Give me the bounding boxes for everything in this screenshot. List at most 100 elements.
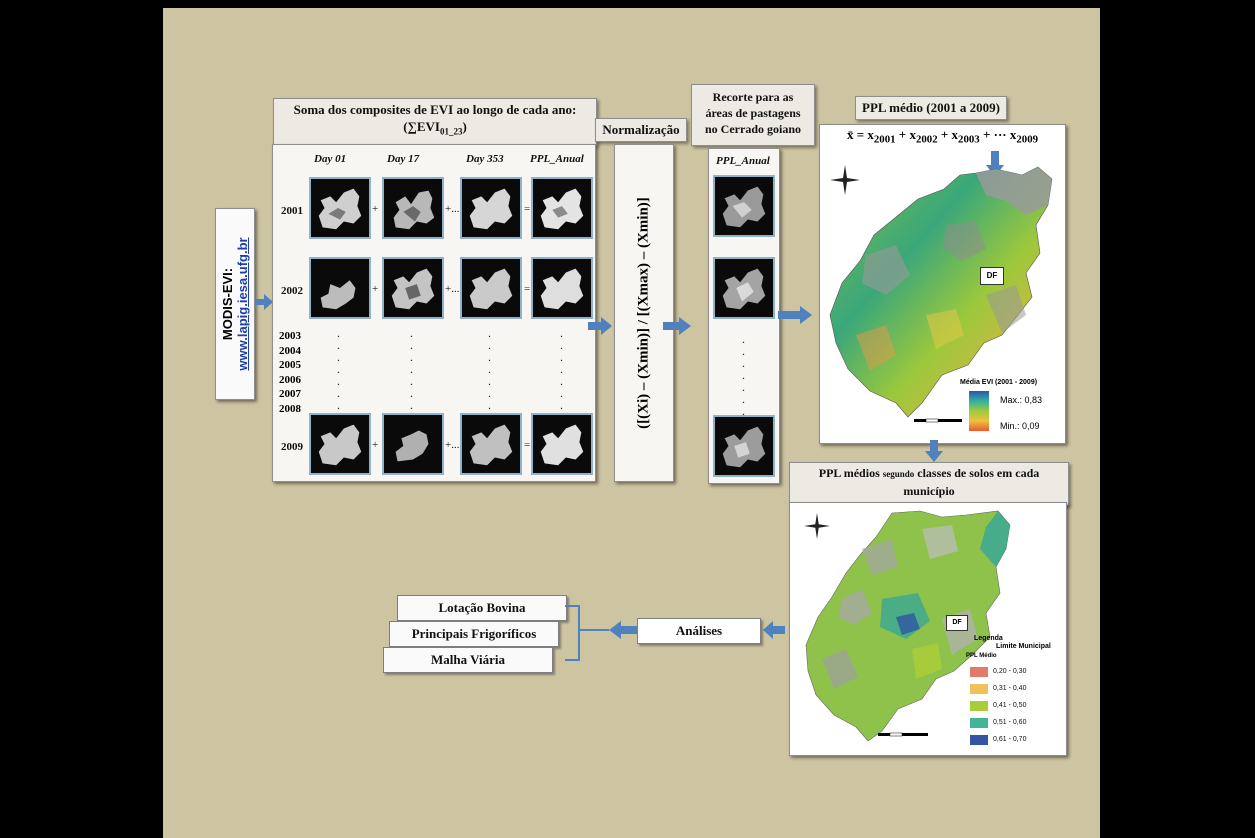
recorte-header-line: áreas de pastagens bbox=[705, 106, 801, 120]
year-label: 2008 bbox=[279, 402, 301, 415]
arrow-right-icon bbox=[588, 317, 612, 335]
recorte-header-line: Recorte para as bbox=[712, 90, 794, 104]
column-header-day01: Day 01 bbox=[314, 153, 347, 165]
arrow-left-icon bbox=[763, 621, 785, 639]
formula-term-sub: 2003 bbox=[958, 133, 980, 146]
evi-image-2001-day353 bbox=[460, 177, 522, 239]
evi-sum-header-formula: (∑EVI01_23) bbox=[274, 118, 596, 141]
evi-image-2002-day01 bbox=[309, 257, 371, 319]
year-label-2009: 2009 bbox=[281, 441, 303, 453]
arrow-right-icon bbox=[255, 294, 273, 310]
legend-label: 0,20 - 0,30 bbox=[993, 668, 1027, 675]
formula-term-base: x bbox=[909, 127, 916, 142]
evi-image-2002-day17 bbox=[382, 257, 444, 319]
ppl-anual-image-2001 bbox=[531, 177, 593, 239]
evi-sum-header: Soma dos composites de EVI ao longo de c… bbox=[273, 98, 597, 146]
year-label-2002: 2002 bbox=[281, 285, 303, 297]
evi-image-2001-day01 bbox=[309, 177, 371, 239]
evi-sum-panel: Day 01 Day 17 Day 353 PPL_Anual 2001 + +… bbox=[272, 144, 596, 482]
analises-label: Análises bbox=[675, 623, 723, 638]
formula-term-sub: 2001 bbox=[873, 133, 896, 146]
operator-equals: = bbox=[524, 283, 531, 295]
legend-swatch bbox=[970, 735, 988, 745]
ppl-medio-formula: x̄ = x2001 + x2002 + x2003 + ··· x2009 bbox=[820, 127, 1065, 146]
ppl-solos-header-part: classes de solos em cada bbox=[917, 466, 1040, 480]
ppl-anual-image-2009 bbox=[531, 413, 593, 475]
year-label: 2006 bbox=[279, 373, 301, 386]
output-lotacao-bovina: Lotação Bovina bbox=[397, 595, 567, 621]
normalization-header: Normalização bbox=[595, 118, 687, 142]
formula-term-base: x bbox=[951, 127, 959, 142]
modis-evi-box: MODIS-EVI: www.lapig.iesa.ufg.br bbox=[215, 208, 255, 400]
ppl-medio-map-box: x̄ = x2001 + x2002 + x2003 + ··· x2009 bbox=[819, 124, 1066, 444]
legend-label: 0,41 - 0,50 bbox=[993, 702, 1027, 709]
operator-plus-dots: +... bbox=[445, 283, 460, 295]
legend-label: 0,51 - 0,60 bbox=[993, 719, 1027, 726]
formula-plus: + bbox=[940, 127, 949, 142]
slide-background: MODIS-EVI: www.lapig.iesa.ufg.br Soma do… bbox=[163, 8, 1100, 838]
ellipsis-column: ....... bbox=[742, 332, 745, 418]
scale-bar bbox=[914, 418, 962, 423]
ellipsis-column: ....... bbox=[488, 326, 491, 412]
compass-rose-icon bbox=[830, 165, 860, 195]
operator-plus: + bbox=[372, 283, 379, 295]
evi-image-2009-day01 bbox=[309, 413, 371, 475]
ppl-anual-image-2002 bbox=[531, 257, 593, 319]
modis-evi-text: MODIS-EVI: www.lapig.iesa.ufg.br bbox=[220, 209, 250, 399]
ppl-medio-legend-min: Min.: 0,09 bbox=[1000, 421, 1040, 431]
column-header-day353: Day 353 bbox=[466, 153, 504, 165]
operator-equals: = bbox=[524, 203, 531, 215]
year-label: 2004 bbox=[279, 344, 301, 357]
formula-term-sub: 2002 bbox=[915, 133, 938, 146]
ppl-solos-header-line2: município bbox=[903, 484, 955, 498]
output-malha-viaria: Malha Viária bbox=[383, 647, 553, 673]
normalization-header-label: Normalização bbox=[602, 122, 680, 137]
evi-formula-suffix: ) bbox=[462, 119, 467, 134]
analises-box: Análises bbox=[637, 618, 761, 644]
formula-term: x2002 bbox=[909, 127, 937, 146]
ellipsis-column: ....... bbox=[560, 326, 563, 412]
output-principais-frigorificos: Principais Frigoríficos bbox=[389, 621, 559, 647]
ellipsis-column: ....... bbox=[410, 326, 413, 412]
year-label: 2005 bbox=[279, 359, 301, 371]
legend-swatch bbox=[970, 701, 988, 711]
legend-swatch bbox=[970, 718, 988, 728]
ppl-medio-legend-max: Max.: 0,83 bbox=[1000, 395, 1043, 405]
arrow-right-icon bbox=[663, 317, 691, 335]
evi-sum-header-line1: Soma dos composites de EVI ao longo de c… bbox=[293, 102, 577, 117]
formula-term-sub: 2009 bbox=[1016, 133, 1039, 146]
formula-plus: + bbox=[898, 127, 907, 142]
normalization-formula-box: ([(Xi) – (Xmin)] / [(Xmax) – (Xmin)] bbox=[614, 144, 674, 482]
modis-evi-link[interactable]: www.lapig.iesa.ufg.br bbox=[235, 237, 250, 371]
df-marker: DF bbox=[980, 267, 1004, 285]
operator-plus: + bbox=[372, 439, 379, 451]
ellipsis-column: ....... bbox=[337, 326, 340, 412]
ppl-solos-legend-limit: Limite Municipal bbox=[996, 643, 1051, 650]
ppl-solos-map bbox=[805, 510, 1011, 742]
ppl-solos-map-box: DF Legenda Limite Municipal PPL Médio 0,… bbox=[789, 502, 1067, 756]
output-label: Principais Frigoríficos bbox=[411, 626, 537, 641]
arrow-right-icon bbox=[778, 306, 812, 324]
formula-plus-dots: + ··· bbox=[982, 127, 1007, 142]
ppl-medio-map bbox=[829, 166, 1053, 418]
evi-image-2009-day353 bbox=[460, 413, 522, 475]
ppl-solos-header-line1: PPL médios segundo classes de solos em c… bbox=[790, 465, 1068, 483]
evi-image-2002-day353 bbox=[460, 257, 522, 319]
year-label: 2003 bbox=[279, 330, 301, 342]
ppl-solos-header: PPL médios segundo classes de solos em c… bbox=[789, 462, 1069, 506]
legend-swatch bbox=[970, 684, 988, 694]
output-connector bbox=[565, 605, 609, 661]
evi-image-2001-day17 bbox=[382, 177, 444, 239]
legend-label: 0,31 - 0,40 bbox=[993, 685, 1027, 692]
column-header-day17: Day 17 bbox=[387, 153, 420, 165]
evi-formula-sub: 01_23 bbox=[439, 126, 463, 137]
arrow-left-icon bbox=[609, 621, 637, 639]
column-header-ppl-anual: PPL_Anual bbox=[530, 153, 584, 165]
ppl-solos-header-part: segundo bbox=[882, 469, 915, 479]
modis-evi-title: MODIS-EVI: bbox=[220, 267, 235, 341]
arrow-down-icon bbox=[925, 440, 943, 462]
formula-term-base: x bbox=[867, 127, 874, 142]
normalization-formula: ([(Xi) – (Xmin)] / [(Xmax) – (Xmin)] bbox=[635, 197, 652, 429]
operator-plus: + bbox=[372, 203, 379, 215]
year-label-2001: 2001 bbox=[281, 205, 303, 217]
